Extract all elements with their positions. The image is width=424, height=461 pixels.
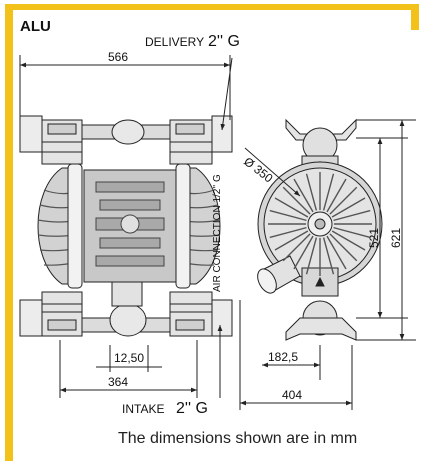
delivery-callout: DELIVERY 2'' G: [145, 33, 240, 131]
flange-top-left: [19, 115, 83, 165]
air-connection-label: AIR CONNECTION 1/2'' G: [212, 174, 223, 292]
center-stem: [111, 281, 143, 307]
disc-spoke: [274, 197, 309, 218]
dim-overall-width: 566: [108, 50, 128, 64]
disc-spoke: [333, 226, 371, 239]
flange-bottom-left: [19, 291, 83, 337]
disc-spoke: [322, 237, 335, 275]
material-title: ALU: [20, 18, 51, 35]
flange-bottom-right: [169, 291, 233, 337]
right-clamp: [175, 163, 191, 289]
side-dimension-lines: [239, 119, 416, 410]
frame-left-bar: [5, 4, 13, 461]
dim-height-total: 621: [389, 228, 403, 248]
units-note: The dimensions shown are in mm: [118, 430, 358, 447]
disc-spoke: [329, 233, 358, 262]
frame-top-bar: [5, 4, 419, 10]
dim-side-width: 404: [282, 388, 302, 402]
disc-spoke: [282, 186, 311, 215]
side-view: [257, 118, 383, 341]
disc-spoke: [269, 226, 307, 239]
frame-right-bar: [411, 4, 419, 30]
top-port: [111, 119, 145, 145]
intake-callout: INTAKE 2'' G: [122, 325, 223, 417]
flange-top-right: [169, 115, 233, 165]
disc-spoke: [293, 178, 314, 213]
left-clamp: [67, 163, 83, 289]
disc-spoke: [305, 237, 318, 275]
side-bottom-flange: [285, 317, 357, 341]
intake-size: 2'' G: [176, 400, 208, 417]
disc-spoke: [293, 235, 314, 270]
dim-half-width: 364: [108, 375, 128, 389]
disc-spoke: [326, 235, 347, 270]
front-dimension-lines: [19, 55, 231, 398]
disc-spoke: [282, 233, 311, 262]
front-view: [19, 115, 233, 337]
dim-side-half: 182,5: [268, 350, 298, 364]
delivery-label: DELIVERY: [145, 35, 204, 49]
disc-spokes: [268, 172, 372, 276]
center-details: [95, 181, 165, 267]
bottom-port: [109, 303, 147, 337]
diameter-label: Ø 350: [241, 154, 276, 185]
intake-label: INTAKE: [122, 402, 164, 416]
dim-height-inner: 521: [367, 228, 381, 248]
disc-spoke: [269, 209, 307, 222]
dim-inlet-offset: 12,50: [114, 351, 144, 365]
delivery-size: 2'' G: [208, 33, 240, 50]
disc-spoke: [331, 230, 366, 251]
disc-spoke: [329, 186, 358, 215]
disc-spoke: [274, 230, 309, 251]
disc-spoke: [322, 173, 335, 211]
disc-spoke: [326, 178, 347, 213]
disc-spoke: [333, 209, 371, 222]
disc-spoke: [305, 173, 318, 211]
disc-spoke: [331, 197, 366, 218]
